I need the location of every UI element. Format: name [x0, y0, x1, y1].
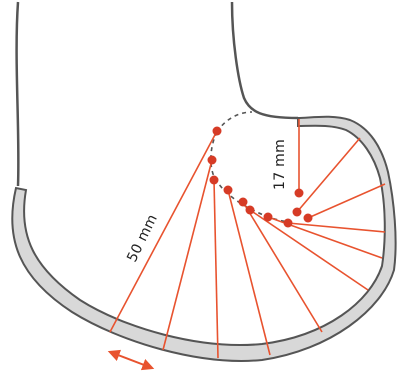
radial-line [242, 201, 323, 333]
pivot-dot [223, 185, 233, 195]
hidden-radius-arc [216, 111, 253, 133]
pivot-dot [303, 213, 313, 223]
radial-line [109, 130, 218, 333]
pivot-dot [292, 207, 302, 217]
pivot-dot [238, 197, 248, 207]
foot-outline-back [15, 1, 20, 187]
pivot-dot [207, 155, 217, 165]
radial-lines [109, 119, 386, 359]
foot-outline-front [230, 1, 299, 120]
radial-line [227, 189, 271, 356]
radial-line [162, 159, 213, 351]
short-dimension-label: 17 mm [272, 139, 288, 190]
pivot-dot [209, 175, 219, 185]
long-dimension-label: 50 mm [124, 212, 161, 265]
radial-line [307, 183, 386, 219]
radial-line [296, 137, 361, 213]
radial-line [213, 179, 219, 359]
pivot-dot [263, 212, 273, 222]
pivot-dot [245, 205, 255, 215]
pivot-dot [294, 188, 304, 198]
pivot-dot [283, 218, 293, 228]
radial-line [287, 222, 386, 233]
pivot-dots [207, 126, 313, 228]
radial-line [249, 209, 369, 291]
double-arrow [107, 349, 155, 371]
pivot-dot [212, 126, 222, 136]
sole-band [11, 115, 397, 362]
